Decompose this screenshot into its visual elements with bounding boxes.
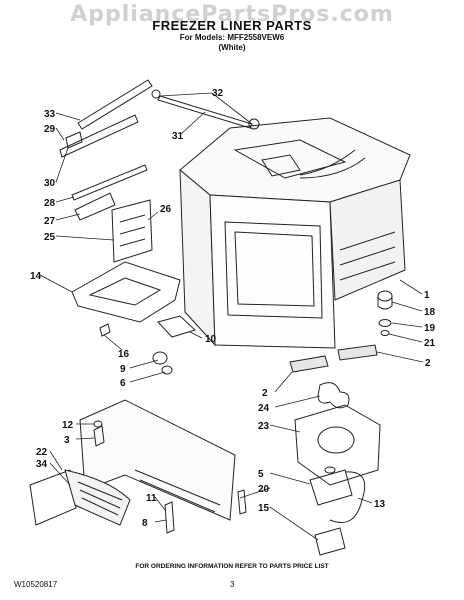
callout-22: 22 bbox=[36, 447, 48, 458]
axle-rod bbox=[151, 89, 260, 130]
callout-14: 14 bbox=[30, 271, 42, 282]
callout-18: 18 bbox=[424, 307, 436, 318]
leader-lines bbox=[39, 92, 424, 541]
gasket-strips bbox=[289, 344, 378, 373]
cover-assembly bbox=[71, 261, 181, 323]
callout-5: 5 bbox=[258, 469, 264, 480]
callout-25: 25 bbox=[44, 232, 56, 243]
bottom-small-parts bbox=[164, 489, 247, 534]
callout-27: 27 bbox=[44, 216, 56, 227]
callout-33: 33 bbox=[44, 109, 56, 120]
page-title: FREEZER LINER PARTS bbox=[152, 18, 312, 33]
callout-31: 31 bbox=[172, 131, 184, 142]
callout-15: 15 bbox=[258, 503, 270, 514]
callout-32: 32 bbox=[212, 88, 224, 99]
callout-2: 2 bbox=[262, 388, 268, 399]
callout-10: 10 bbox=[205, 334, 217, 345]
model-line: For Models: MFF2558VEW6 bbox=[179, 33, 285, 42]
callout-3: 3 bbox=[64, 435, 70, 446]
callout-9: 9 bbox=[120, 364, 126, 375]
fan-assembly bbox=[294, 382, 381, 486]
callout-12: 12 bbox=[62, 420, 74, 431]
page-number: 3 bbox=[230, 580, 235, 589]
callout-6: 6 bbox=[120, 378, 126, 389]
right-fittings bbox=[377, 290, 393, 336]
callout-23: 23 bbox=[258, 421, 270, 432]
fan-motor bbox=[309, 466, 366, 556]
callout-28: 28 bbox=[44, 198, 56, 209]
callout-13: 13 bbox=[374, 499, 386, 510]
callout-30: 30 bbox=[44, 178, 56, 189]
callout-11: 11 bbox=[146, 493, 157, 504]
callout-21: 21 bbox=[424, 338, 436, 349]
color-line: (White) bbox=[218, 43, 246, 52]
side-bracket bbox=[111, 199, 153, 263]
callout-1: 1 bbox=[424, 290, 430, 301]
callout-24: 24 bbox=[258, 403, 270, 414]
callout-labels: 3329302827251432312616961011819212224231… bbox=[30, 88, 436, 529]
grille-cover bbox=[29, 469, 131, 526]
ordering-note: FOR ORDERING INFORMATION REFER TO PARTS … bbox=[135, 563, 329, 570]
callout-29: 29 bbox=[44, 124, 56, 135]
freezer-liner bbox=[179, 117, 411, 349]
watermark: AppliancePartsPros.com bbox=[70, 2, 394, 27]
document-number: W10520817 bbox=[14, 580, 58, 589]
callout-8: 8 bbox=[142, 518, 148, 529]
slide-rails bbox=[59, 79, 153, 221]
callout-26: 26 bbox=[160, 204, 172, 215]
callout-19: 19 bbox=[424, 323, 436, 334]
small-parts bbox=[99, 315, 196, 375]
callout-34: 34 bbox=[36, 459, 48, 470]
callout-2: 2 bbox=[425, 358, 431, 369]
callout-16: 16 bbox=[118, 349, 130, 360]
callout-20: 20 bbox=[258, 484, 270, 495]
